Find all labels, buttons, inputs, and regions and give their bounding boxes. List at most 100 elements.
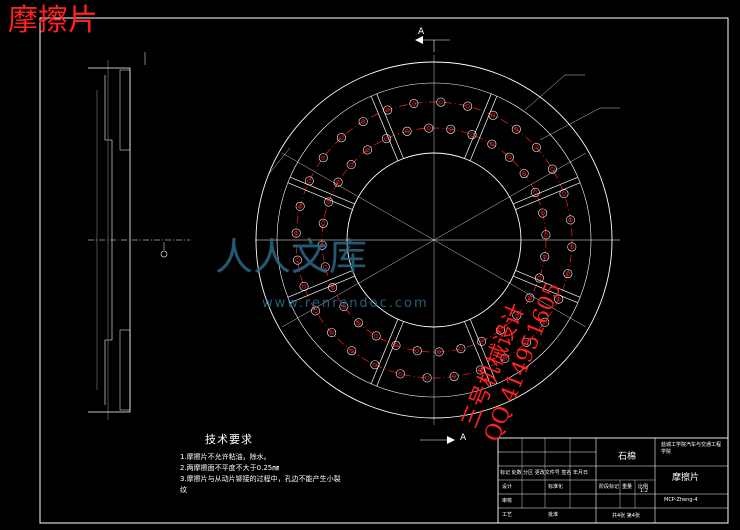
rivet-hole xyxy=(299,281,309,291)
rivet-hole-center xyxy=(393,343,399,348)
tech-requirement-3: 3.摩擦片与从动片铆接的过程中，孔边不能产生小裂 xyxy=(180,475,341,483)
rivet-hole-center xyxy=(542,320,547,325)
rivet-hole-center xyxy=(524,340,529,345)
rivet-hole xyxy=(339,301,349,311)
mark-row-label: 标记 处数 分区 更改文件号 签名 年月日 xyxy=(500,470,588,476)
tech-requirement-4: 纹 xyxy=(180,486,187,494)
rivet-hole-center xyxy=(491,113,496,118)
rivet-hole-center xyxy=(385,107,390,113)
rivet-hole xyxy=(495,325,505,335)
rivet-hole xyxy=(409,98,419,108)
rivet-hole-center xyxy=(301,284,307,289)
rivet-hole xyxy=(371,331,381,341)
sheet-count: 共4张 第4张 xyxy=(612,513,640,519)
segment-slot-line xyxy=(515,270,581,298)
rivet-hole-center xyxy=(569,244,574,249)
standard-label: 标准化 xyxy=(548,484,564,490)
rivet-hole-center xyxy=(356,320,361,325)
rivet-hole xyxy=(412,346,422,356)
rivet-hole-center xyxy=(478,367,483,373)
rivet-holes xyxy=(291,97,577,383)
rivet-hole-center xyxy=(498,328,503,333)
rivet-hole xyxy=(519,169,529,179)
rivet-hole-center xyxy=(330,285,335,290)
rivet-hole xyxy=(333,177,343,187)
part-name: 摩擦片 xyxy=(672,473,700,483)
rivet-hole xyxy=(346,160,356,170)
segment-slot-line xyxy=(287,270,353,298)
rivet-hole-center xyxy=(543,232,548,237)
rivet-hole xyxy=(511,124,521,134)
rivet-hole-center xyxy=(374,333,379,339)
rivet-hole xyxy=(320,262,330,272)
rivet-hole xyxy=(328,283,338,293)
rivet-hole xyxy=(446,124,456,134)
rivet-hole xyxy=(363,145,373,155)
stage-label: 阶段标记 xyxy=(599,484,620,490)
rivet-hole-center xyxy=(426,126,431,131)
material-label: 石棉 xyxy=(618,452,637,462)
rivet-hole xyxy=(391,340,401,350)
segment-slot-line xyxy=(376,93,404,159)
rivet-hole xyxy=(541,230,551,240)
segment-slot-line xyxy=(287,182,353,210)
rivet-hole xyxy=(347,346,357,356)
rivet-hole xyxy=(475,365,485,375)
watermark-logo: 人人文库 xyxy=(215,235,368,279)
rivet-hole-center xyxy=(527,295,533,300)
rivet-hole-center xyxy=(411,101,416,106)
rivet-hole-center xyxy=(361,119,366,124)
rivet-hole xyxy=(395,369,405,379)
rivet-hole xyxy=(318,153,328,163)
friction-disc-face-view xyxy=(255,36,620,444)
rivet-hole-center xyxy=(349,162,354,167)
rivet-hole-center xyxy=(321,221,326,226)
rivet-hole-center xyxy=(514,127,519,132)
rivet-hole xyxy=(547,164,557,174)
rivet-hole xyxy=(554,294,564,304)
rivet-hole-center xyxy=(398,371,403,376)
rivet-hole xyxy=(463,101,473,111)
rivet-hole xyxy=(304,176,314,186)
rivet-hole-center xyxy=(452,374,457,379)
rivet-hole-center xyxy=(469,132,475,137)
rivet-hole xyxy=(436,97,446,107)
rivet-hole-center xyxy=(489,141,494,147)
rivet-hole xyxy=(534,273,544,283)
rivet-hole xyxy=(402,126,412,136)
rivet-hole-center xyxy=(568,217,573,222)
tech-requirement-1: 1.摩擦片不允许粘油，除水。 xyxy=(180,453,271,461)
rivet-hole xyxy=(477,336,487,346)
review-label: 审核 xyxy=(502,498,513,504)
rivet-hole-center xyxy=(372,362,377,367)
rivet-hole-center xyxy=(556,297,561,302)
rivet-hole xyxy=(525,293,535,303)
segment-slot-line xyxy=(370,319,399,384)
rivet-hole xyxy=(522,337,532,347)
rivet-hole xyxy=(324,197,334,207)
rivet-hole xyxy=(567,242,577,252)
rivet-hole xyxy=(540,317,550,327)
process-label: 工艺 xyxy=(502,512,513,518)
construction-line xyxy=(282,152,586,328)
rivet-hole xyxy=(383,105,393,115)
design-label: 设计 xyxy=(502,484,513,490)
rivet-hole-center xyxy=(295,258,300,263)
rivet-hole-center xyxy=(522,171,527,176)
rivet-hole-center xyxy=(437,349,442,354)
segment-slot-line xyxy=(513,275,578,304)
weight-label: 重量 xyxy=(622,484,633,490)
rivet-hole-center xyxy=(448,127,453,132)
rivet-hole xyxy=(531,142,541,152)
rivet-hole-center xyxy=(339,135,344,140)
segment-slot-line xyxy=(464,321,492,387)
rivet-hole-center xyxy=(514,313,519,318)
rivet-hole-center xyxy=(479,339,484,344)
rivet-hole xyxy=(500,353,510,363)
segment-slot-line xyxy=(290,275,355,304)
rivet-hole xyxy=(467,130,477,140)
segment-slot-line xyxy=(370,96,399,161)
approve-label: 批准 xyxy=(548,512,559,518)
section-label-top: A xyxy=(418,27,425,37)
